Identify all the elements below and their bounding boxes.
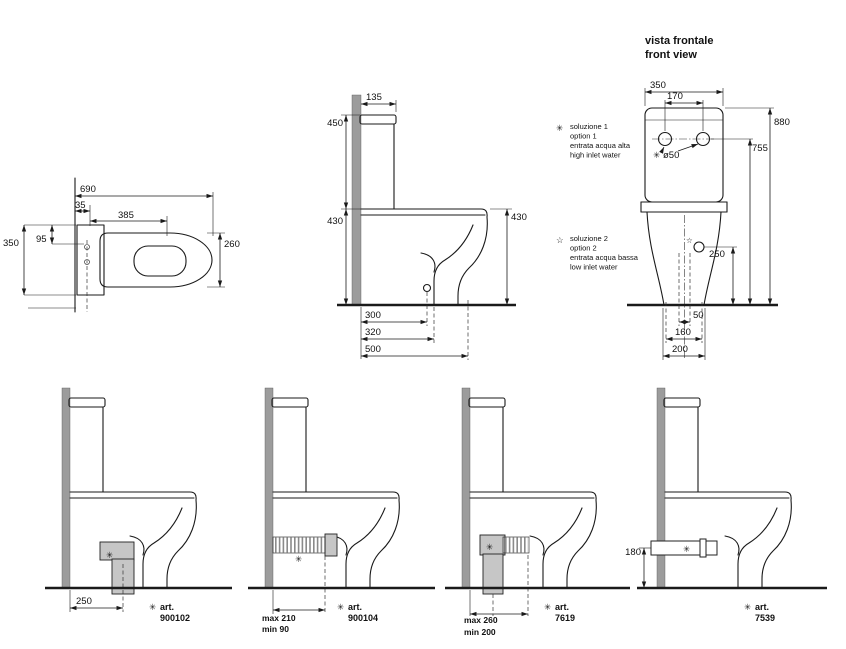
note-solution-2: ☆ soluzione 2 option 2 entrata acqua bas…: [556, 234, 639, 272]
asterisk-icon: ✳: [149, 602, 157, 612]
art-label: art.: [160, 602, 174, 612]
note2-line4: low inlet water: [570, 263, 618, 272]
note1-line1: soluzione 1: [570, 122, 608, 131]
art-label: art.: [348, 602, 362, 612]
variant-7539: ✳ 180 ✳ art. 7539: [625, 387, 827, 623]
side-tank-label: 450: [327, 118, 343, 129]
drain-marker-icon: ✳: [106, 550, 114, 560]
plan-seat-label: 385: [118, 210, 134, 221]
asterisk-icon: ✳: [653, 150, 661, 160]
asterisk-icon: ✳: [556, 123, 564, 133]
art-number: 900104: [348, 613, 378, 623]
variant1-dim-label: 250: [76, 596, 92, 607]
front-view-title-it: vista frontale: [645, 35, 713, 47]
front-view: vista frontale front view ☆ 350 170 880 …: [556, 35, 790, 360]
side-right-label: 430: [511, 212, 527, 223]
side-left-label: 430: [327, 216, 343, 227]
side-drain-label: 300: [365, 310, 381, 321]
drain-outlet: [422, 283, 432, 293]
front-160-label: 160: [675, 327, 691, 338]
note2-line3: entrata acqua bassa: [570, 253, 639, 262]
hole-diameter-label: ø50: [663, 150, 679, 161]
side-top-label: 135: [366, 92, 382, 103]
plan-seat-width-label: 260: [224, 239, 240, 250]
front-inlet-high-label: 755: [752, 143, 768, 154]
front-inlet-low-label: 250: [709, 249, 725, 260]
front-200-label: 200: [672, 344, 688, 355]
note2-line1: soluzione 2: [570, 234, 608, 243]
drain-marker-icon: ✳: [295, 554, 303, 564]
asterisk-icon: ✳: [544, 602, 552, 612]
side-outlet-label: 320: [365, 327, 381, 338]
front-holes-label: 170: [667, 91, 683, 102]
art-number: 900102: [160, 613, 190, 623]
note1-line2: option 1: [570, 132, 597, 141]
art-label: art.: [755, 602, 769, 612]
plan-view: 690 35 385 350 95 260: [3, 177, 240, 313]
asterisk-icon: ✳: [744, 602, 752, 612]
variant3-dim-max-label: max 260: [464, 615, 498, 625]
variant2-dim-max-label: max 210: [262, 613, 296, 623]
star-icon: ☆: [686, 236, 693, 245]
low-inlet-hole: [693, 241, 705, 253]
drain-marker-icon: ✳: [486, 542, 494, 552]
front-50-label: 50: [693, 310, 704, 321]
wall: [656, 387, 666, 589]
note-solution-1: ✳ soluzione 1 option 1 entrata acqua alt…: [556, 122, 631, 160]
front-width-label: 350: [650, 80, 666, 91]
variant4-dim-label: 180: [625, 547, 641, 558]
wall: [351, 94, 362, 306]
star-icon: ☆: [556, 235, 564, 245]
variant3-dim-min-label: min 200: [464, 627, 496, 637]
art-number: 7539: [755, 613, 775, 623]
variant-900102: ✳ 250 ✳ art. 900102: [45, 387, 232, 623]
side-view: 135 450 430 430 300 320 500: [327, 92, 527, 360]
variant-7619: ✳ max 260 min 200 ✳ art. 7619: [445, 387, 630, 637]
plan-width-label: 350: [3, 238, 19, 249]
note1-line3: entrata acqua alta: [570, 141, 631, 150]
note2-line2: option 2: [570, 244, 597, 253]
asterisk-icon: ✳: [337, 602, 345, 612]
drain-marker-icon: ✳: [683, 544, 691, 554]
wall: [61, 387, 71, 589]
side-front-label: 500: [365, 344, 381, 355]
plan-offset-label: 35: [75, 200, 86, 211]
art-label: art.: [555, 602, 569, 612]
art-number: 7619: [555, 613, 575, 623]
front-height-label: 880: [774, 117, 790, 128]
variant-900104: ✳ max 210 min 90 ✳ art. 900104: [248, 387, 435, 634]
note1-line4: high inlet water: [570, 151, 621, 160]
wall: [461, 387, 471, 589]
front-view-title-en: front view: [645, 49, 697, 61]
plan-inlet-label: 95: [36, 234, 47, 245]
variant2-dim-min-label: min 90: [262, 624, 289, 634]
wall: [264, 387, 274, 589]
plan-depth-label: 690: [80, 184, 96, 195]
